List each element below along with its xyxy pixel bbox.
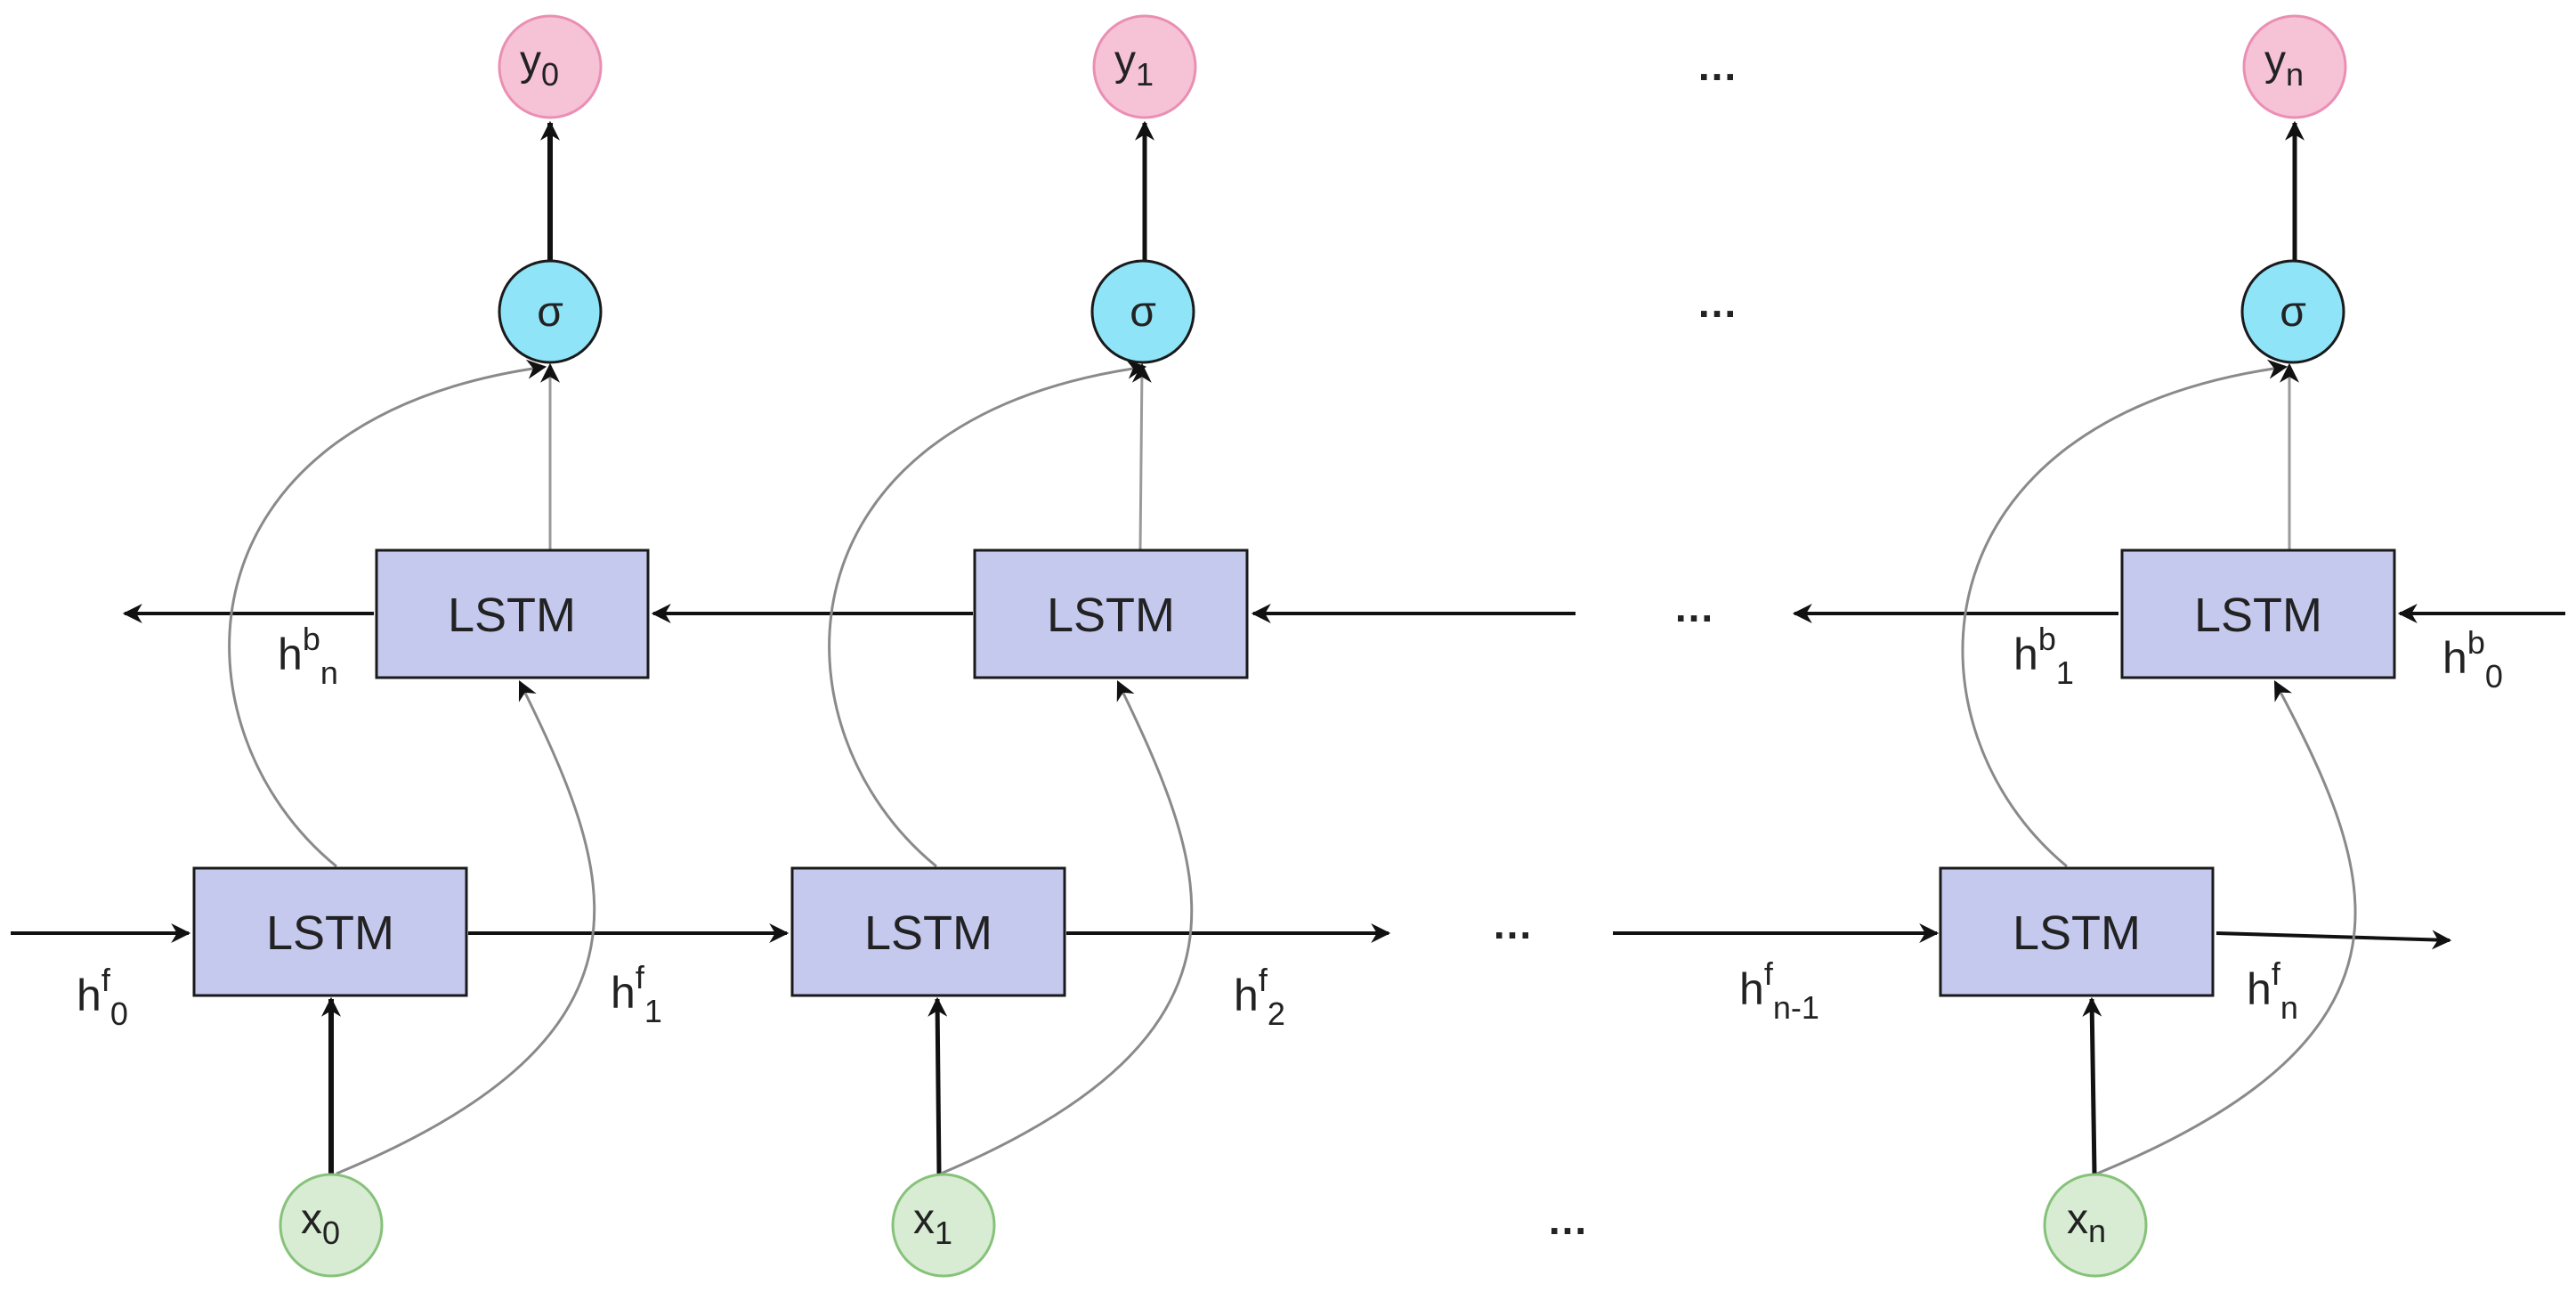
sigma-node <box>1090 259 1195 364</box>
timestep-block-1: LSTM LSTM σ y1 x1 <box>790 14 1249 1278</box>
forward-arrow-n-out <box>2216 930 2452 950</box>
ellipsis-input-row: ... <box>1549 1197 1588 1243</box>
backward-lstm-box <box>973 548 1249 679</box>
ellipsis-forward-row: ... <box>1494 901 1533 947</box>
output-node <box>1092 14 1197 119</box>
hidden-label-hbn: hbn <box>278 621 338 691</box>
forward-chain <box>11 923 2452 950</box>
timestep-block-0: LSTM LSTM σ y0 x0 <box>192 14 650 1278</box>
hidden-label-hf2: hf2 <box>1234 962 1285 1032</box>
ellipses: ... ... ... ... ... <box>1494 43 1738 1243</box>
forward-lstm-label: LSTM <box>266 906 394 960</box>
output-label: y1 <box>1114 37 1154 93</box>
skip-forward-to-sigma-0 <box>228 359 547 868</box>
input-arrows <box>321 996 2102 1174</box>
hidden-label-hfn: hfn <box>2247 955 2298 1026</box>
hidden-label-hfn-1: hfn-1 <box>1739 955 1819 1026</box>
input-arrow-1 <box>928 996 948 1174</box>
hidden-label-hf0: hf0 <box>77 962 128 1032</box>
ellipsis-sigma-row: ... <box>1698 280 1738 326</box>
sigma-node <box>498 259 603 364</box>
backward-lstm-box <box>375 548 650 679</box>
sigma-label: σ <box>537 288 563 336</box>
skip-connections <box>228 359 2357 1175</box>
input-node <box>2043 1173 2148 1278</box>
hidden-label-hf1: hf1 <box>611 959 662 1029</box>
output-label: yn <box>2264 37 2304 93</box>
backward-to-sigma-1 <box>1131 362 1152 551</box>
backward-lstm-box <box>2120 548 2396 679</box>
input-arrow-n <box>2082 996 2102 1174</box>
backward-lstm-label: LSTM <box>448 589 576 642</box>
sigma-node <box>2240 259 2345 364</box>
input-label: x1 <box>913 1196 952 1251</box>
forward-lstm-label: LSTM <box>864 906 992 960</box>
sigma-label: σ <box>2280 288 2306 336</box>
ellipsis-output-row: ... <box>1698 43 1738 89</box>
forward-lstm-label: LSTM <box>2013 906 2141 960</box>
sigma-label: σ <box>1130 288 1156 336</box>
forward-lstm-box <box>790 866 1066 997</box>
input-node <box>891 1173 996 1278</box>
ellipsis-backward-row: ... <box>1675 584 1714 630</box>
hidden-state-labels: hf0 hf1 hf2 hfn-1 hfn hbn hb1 hb0 <box>77 621 2503 1032</box>
output-node <box>2242 14 2347 119</box>
skip-forward-to-sigma-n <box>1961 359 2288 868</box>
output-node <box>498 14 603 119</box>
output-arrows <box>540 120 2305 260</box>
backward-lstm-label: LSTM <box>2194 589 2322 642</box>
backward-to-sigma-arrows <box>540 362 2299 551</box>
output-label: y0 <box>520 37 559 93</box>
input-node <box>279 1173 384 1278</box>
forward-lstm-box <box>192 866 468 997</box>
skip-input-to-backward-n <box>2096 680 2357 1175</box>
timestep-block-n: LSTM LSTM σ yn xn <box>1939 14 2396 1278</box>
hidden-label-hb1: hb1 <box>2013 621 2074 691</box>
backward-lstm-label: LSTM <box>1047 589 1175 642</box>
skip-input-to-backward-1 <box>940 680 1194 1175</box>
skip-input-to-backward-0 <box>336 680 596 1175</box>
hidden-label-hb0: hb0 <box>2442 624 2503 695</box>
input-label: x0 <box>301 1196 340 1251</box>
forward-lstm-box <box>1939 866 2215 997</box>
input-label: xn <box>2067 1196 2106 1249</box>
skip-forward-to-sigma-1 <box>828 359 1147 868</box>
